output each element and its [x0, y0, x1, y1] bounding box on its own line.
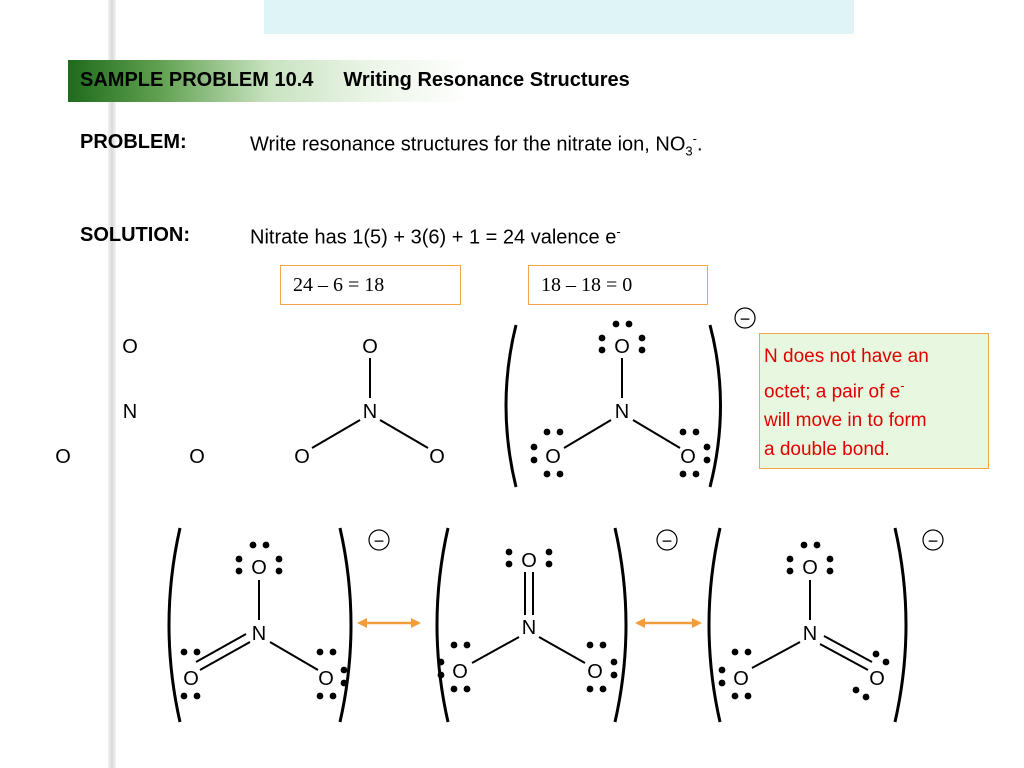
atom-o-right: O: [680, 446, 696, 468]
lone-pairs: [530, 320, 711, 478]
atom-n: N: [615, 401, 629, 423]
charge-circle: [734, 307, 756, 329]
skeleton-n: N: [123, 401, 137, 423]
atom-o-top: O: [802, 557, 818, 579]
resonance-structure-3: − O N O O: [707, 527, 944, 723]
bond-right: [538, 636, 586, 664]
problem-end: .: [696, 133, 703, 156]
problem-label: PROBLEM:: [80, 131, 187, 153]
lone-pairs: [437, 548, 618, 693]
solution-superscript: -: [616, 224, 621, 239]
charge-circle: [922, 529, 944, 551]
note-line-4: a double bond.: [764, 439, 890, 461]
charge-sign: −: [374, 531, 385, 551]
atom-n: N: [522, 617, 536, 639]
atom-n: N: [803, 623, 817, 645]
calc-box-1: 24 – 6 = 18: [280, 265, 461, 305]
note-line-3: will move in to form: [764, 410, 927, 432]
atom-o-top: O: [251, 557, 267, 579]
top-decorative-box: [264, 0, 854, 34]
resonance-structure-2: − O N O O: [435, 527, 678, 723]
solution-sentence: Nitrate has 1(5) + 3(6) + 1 = 24 valence…: [250, 226, 617, 249]
atom-o-top: O: [362, 336, 378, 358]
page-title: SAMPLE PROBLEM 10.4 Writing Resonance Str…: [80, 69, 630, 92]
charge-sign: −: [662, 531, 673, 551]
lone-pairs: [180, 541, 348, 700]
bracket-left: [435, 527, 450, 723]
atom-o-left: O: [183, 668, 199, 690]
skeleton-o-right: O: [189, 446, 205, 468]
bond-left: [563, 419, 612, 449]
note-line-1: N does not have an: [764, 346, 929, 367]
note-line-2-text: octet; a pair of e: [764, 381, 901, 403]
atom-o-left: O: [294, 446, 310, 468]
solution-text: Nitrate has 1(5) + 3(6) + 1 = 24 valence…: [250, 224, 621, 250]
note-line-2: octet; a pair of e-: [764, 371, 982, 406]
atom-n: N: [252, 623, 266, 645]
calc-box-2: 18 – 18 = 0: [528, 265, 708, 305]
solution-label: SOLUTION:: [80, 224, 190, 246]
single-bond-structure: O N O O: [294, 336, 445, 468]
bracket-right: [708, 324, 722, 488]
atom-o-right: O: [429, 446, 445, 468]
bond-right: [632, 419, 681, 449]
title-number: SAMPLE PROBLEM 10.4: [80, 69, 314, 91]
atom-n: N: [363, 401, 377, 423]
bracket-left: [167, 527, 182, 723]
double-bond-a: [823, 635, 873, 663]
bracket-left: [504, 324, 518, 488]
skeleton-o-top: O: [122, 336, 138, 358]
charge-sign: −: [928, 531, 939, 551]
octet-note: N does not have an octet; a pair of e- w…: [759, 333, 989, 469]
bracket-left: [707, 527, 722, 723]
atom-o-left: O: [545, 446, 561, 468]
problem-superscript: -: [692, 131, 697, 146]
lone-pairs: [718, 541, 890, 701]
bond-left: [751, 641, 801, 669]
atom-o-right: O: [869, 668, 885, 690]
bond-left: [471, 636, 520, 664]
problem-sentence: Write resonance structures for the nitra…: [250, 133, 686, 156]
bond-left: [311, 419, 361, 449]
double-bond-b: [819, 643, 869, 671]
double-bond-a: [195, 633, 247, 663]
bond-right: [269, 641, 319, 671]
atom-o-top: O: [614, 336, 630, 358]
problem-text: Write resonance structures for the nitra…: [250, 131, 703, 159]
problem-subscript: 3: [685, 143, 693, 159]
skeleton-o-left: O: [55, 446, 71, 468]
atom-o-left: O: [733, 668, 749, 690]
atom-o-top: O: [521, 550, 537, 572]
title-bar: [68, 60, 788, 102]
left-edge-shadow: [108, 0, 116, 768]
lone-pair-structure: − O N O O: [504, 307, 756, 488]
bond-right: [379, 419, 429, 449]
resonance-structure-1: − O N O O: [167, 527, 390, 723]
charge-sign: −: [740, 309, 751, 329]
atom-o-left: O: [452, 661, 468, 683]
double-bond-b: [199, 641, 251, 671]
bracket-right: [893, 527, 908, 723]
skeleton-atoms: O N O O: [55, 336, 205, 468]
note-line-2-sup: -: [900, 378, 905, 393]
charge-circle: [368, 529, 390, 551]
bracket-right: [613, 527, 628, 723]
bracket-right: [338, 527, 353, 723]
atom-o-right: O: [587, 661, 603, 683]
charge-circle: [656, 529, 678, 551]
title-topic: Writing Resonance Structures: [343, 69, 630, 91]
atom-o-right: O: [318, 668, 334, 690]
